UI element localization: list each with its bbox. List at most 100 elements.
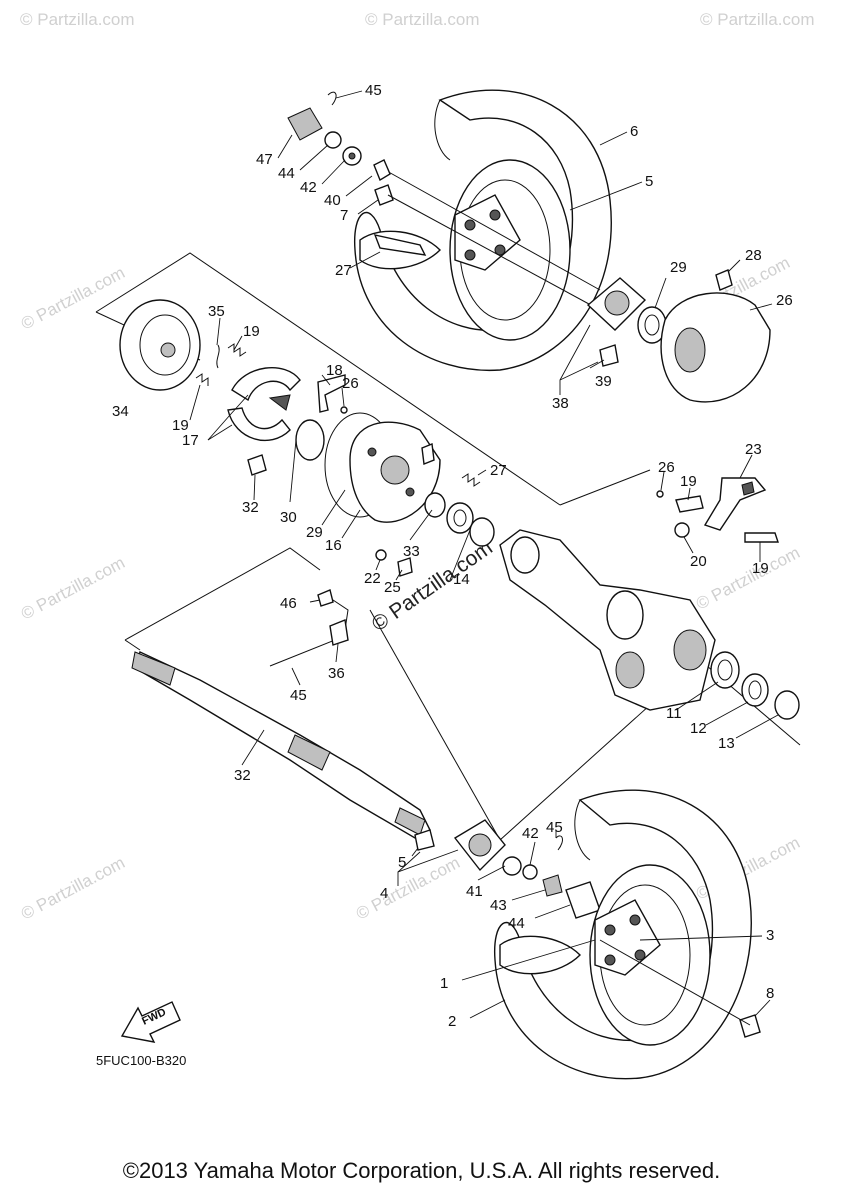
- axle-group-frame-mid: [369, 609, 501, 841]
- bearing-11-inner: [717, 659, 733, 681]
- callout: 28: [745, 247, 762, 264]
- callout: 19: [243, 323, 260, 340]
- washer-42-hole: [348, 152, 356, 160]
- nut-10: [374, 184, 394, 206]
- housing-flange: [606, 590, 644, 640]
- washer-41-bottom: [502, 856, 522, 876]
- bearing-12: [741, 673, 769, 707]
- watermark: © Partzilla.com: [18, 853, 128, 924]
- stud-hole: [464, 219, 476, 231]
- callout: 26: [776, 292, 793, 309]
- hub-39-center: [604, 290, 630, 316]
- callouts: 45 6 5 47 44 42 40 7 27 28 29 26 39 38 3…: [112, 82, 793, 1030]
- brake-cover-36: [119, 299, 201, 391]
- callout: 1: [440, 975, 448, 992]
- brake-cam: [268, 394, 291, 411]
- top-wheel-assembly: [354, 89, 612, 372]
- copyright-notice: ©2013 Yamaha Motor Corporation, U.S.A. A…: [122, 1158, 721, 1183]
- callout: 27: [335, 262, 352, 279]
- callout: 14: [453, 571, 470, 588]
- seal-32: [295, 419, 325, 461]
- callout: 20: [690, 553, 707, 570]
- brake-shoe-18-top: [231, 366, 301, 402]
- housing-end: [510, 536, 540, 574]
- brake-group-frame-top: [95, 252, 561, 506]
- callout: 45: [546, 819, 563, 836]
- plate-20: [675, 495, 704, 513]
- brake-shoe-18-bottom: [227, 407, 291, 441]
- watermark: © Partzilla.com: [20, 10, 135, 29]
- callout: 44: [278, 165, 295, 182]
- axle-group-frame-left: [124, 639, 141, 651]
- stud-hole: [629, 914, 641, 926]
- axle-housing: [499, 529, 716, 711]
- callout: 3: [766, 927, 774, 944]
- fwd-arrow-icon: [120, 1001, 181, 1043]
- callout: 42: [522, 825, 539, 842]
- cotter-pin-44-top: [327, 91, 337, 106]
- watermark: © Partzilla.com: [353, 853, 463, 924]
- seal-13: [774, 690, 800, 720]
- bottom-wheel-assembly: [494, 789, 761, 1080]
- brake-backing-assembly: [317, 374, 481, 577]
- housing-bore: [673, 629, 707, 671]
- leader-lines: [189, 90, 779, 1019]
- axle-spline-left: [131, 651, 176, 686]
- stud-hole: [604, 924, 616, 936]
- bolt-33: [247, 454, 267, 476]
- callout: 17: [182, 432, 199, 449]
- nut-43-bottom: [542, 874, 563, 897]
- castle-nut-45-bottom: [565, 881, 601, 919]
- callout: 4: [380, 885, 388, 902]
- bolt-30: [715, 269, 733, 291]
- brake-drum-28-hub: [674, 327, 706, 373]
- axle-spline-mid: [287, 734, 331, 771]
- hub-drum-assembly: [586, 269, 771, 403]
- callout: 36: [328, 665, 345, 682]
- housing-bore: [615, 651, 645, 689]
- callout: 30: [280, 509, 297, 526]
- backing-plate-bolt: [367, 447, 377, 457]
- stud-line: [599, 939, 751, 1026]
- watermark: © Partzilla.com: [700, 10, 815, 29]
- valve-stud-9: [373, 234, 427, 256]
- bearing-14: [446, 502, 474, 534]
- callout: 32: [242, 499, 259, 516]
- callout: 6: [630, 123, 638, 140]
- brake-group-frame-right: [559, 469, 651, 506]
- callout: 33: [403, 543, 420, 560]
- brake-cover-36-inner: [139, 314, 191, 376]
- bearing-14-inner: [453, 509, 467, 527]
- callout: 8: [766, 985, 774, 1002]
- rear-axle-34: [131, 651, 431, 839]
- callout: 35: [208, 303, 225, 320]
- washer-43-top: [324, 131, 342, 149]
- bearing-29-inner: [644, 314, 660, 336]
- callout: 40: [324, 192, 341, 209]
- callout: 5: [398, 854, 406, 871]
- brake-panel-assembly: [119, 299, 325, 476]
- callout: 13: [718, 735, 735, 752]
- clip-37: [216, 344, 220, 369]
- washer-24: [375, 549, 387, 561]
- callout: 38: [552, 395, 569, 412]
- brake-drum-28: [660, 292, 771, 403]
- watermark: © Partzilla.com: [693, 543, 803, 614]
- stud-hole: [489, 209, 501, 221]
- callout: 41: [466, 883, 483, 900]
- callout: 44: [508, 915, 525, 932]
- callout: 16: [325, 537, 342, 554]
- callout: 5: [645, 173, 653, 190]
- callout: 34: [112, 403, 129, 420]
- tire-inner-wall-bottom: [499, 935, 581, 975]
- bracket-assembly: [656, 477, 779, 543]
- callout: 47: [256, 151, 273, 168]
- backing-plate-16-center: [380, 455, 410, 485]
- bolt-5: [414, 829, 435, 851]
- bolt-21: [744, 532, 779, 543]
- callout: 2: [448, 1013, 456, 1030]
- parts-diagram: © Partzilla.com © Partzilla.com © Partzi…: [18, 10, 815, 1080]
- callout: 45: [365, 82, 382, 99]
- callout: 25: [384, 579, 401, 596]
- callout: 22: [364, 570, 381, 587]
